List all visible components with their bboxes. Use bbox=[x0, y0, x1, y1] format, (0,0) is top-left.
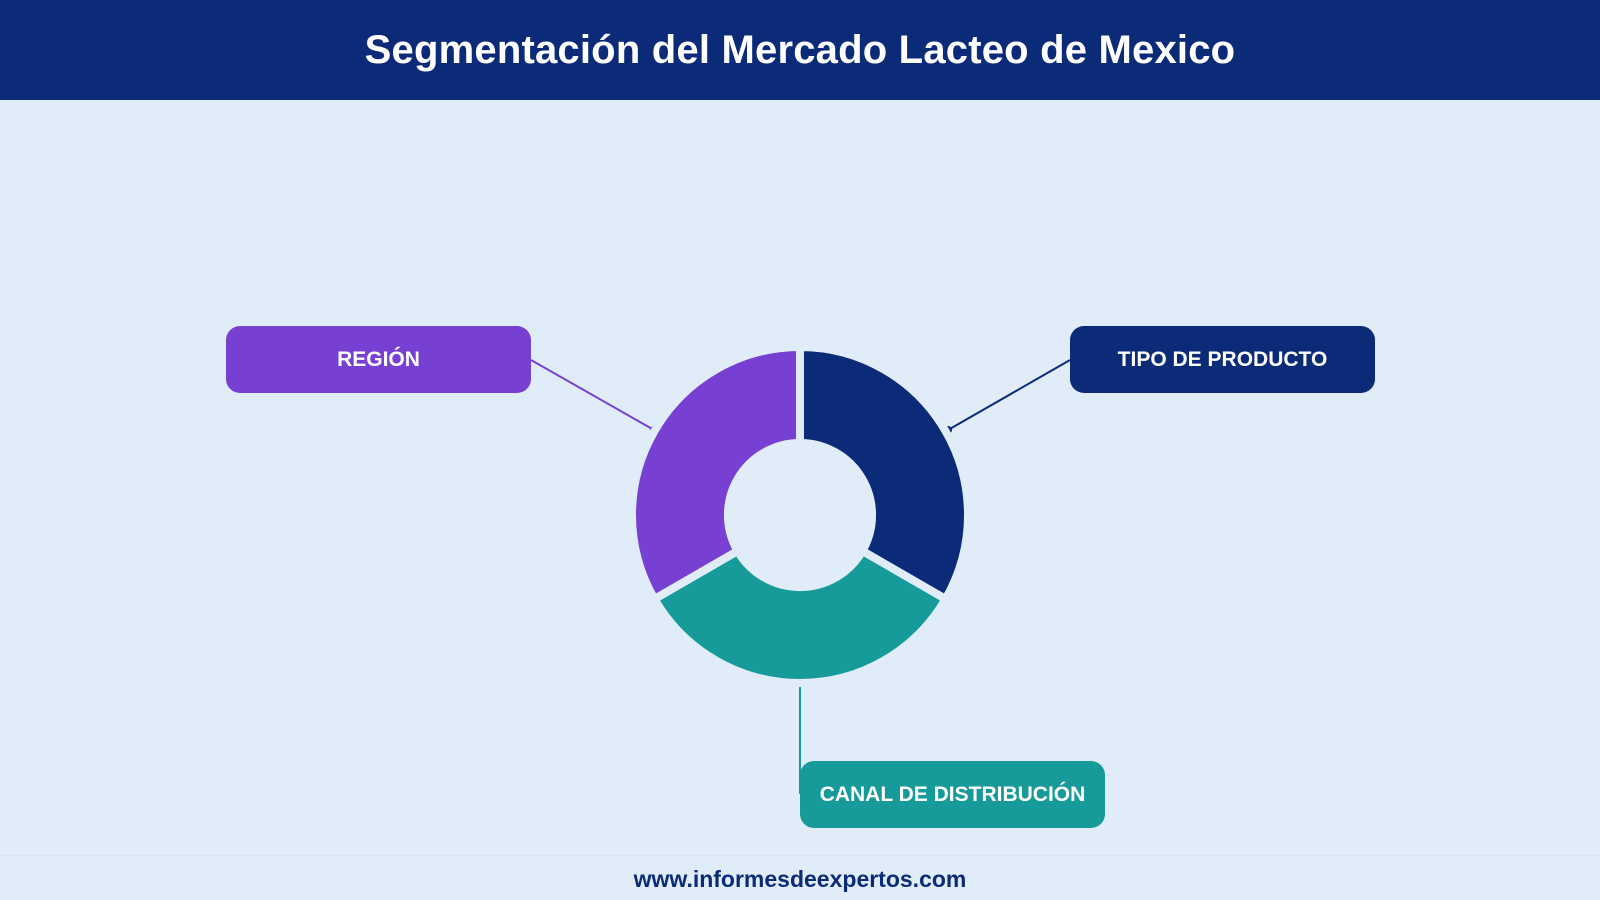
footer-divider bbox=[0, 855, 1600, 856]
label-tipo-producto: TIPO DE PRODUCTO bbox=[1117, 347, 1328, 371]
donut-segment-tipo-producto bbox=[796, 342, 972, 605]
header-banner: Segmentación del Mercado Lacteo de Mexic… bbox=[0, 0, 1600, 100]
label-region: REGIÓN bbox=[337, 347, 420, 371]
label-box-region: REGIÓN bbox=[226, 326, 531, 393]
label-box-tipo-producto: TIPO DE PRODUCTO bbox=[1070, 326, 1375, 393]
connector-tipo-producto bbox=[947, 359, 1071, 431]
donut-segment-canal-distribucion bbox=[649, 545, 951, 687]
label-box-canal-distribucion: CANAL DE DISTRIBUCIÓN bbox=[800, 761, 1105, 828]
label-canal-distribucion: CANAL DE DISTRIBUCIÓN bbox=[819, 782, 1086, 806]
footer-url: www.informesdeexpertos.com bbox=[633, 866, 967, 892]
connector-region bbox=[530, 359, 655, 431]
donut-segment-region bbox=[628, 342, 804, 605]
page-title: Segmentación del Mercado Lacteo de Mexic… bbox=[364, 27, 1236, 72]
